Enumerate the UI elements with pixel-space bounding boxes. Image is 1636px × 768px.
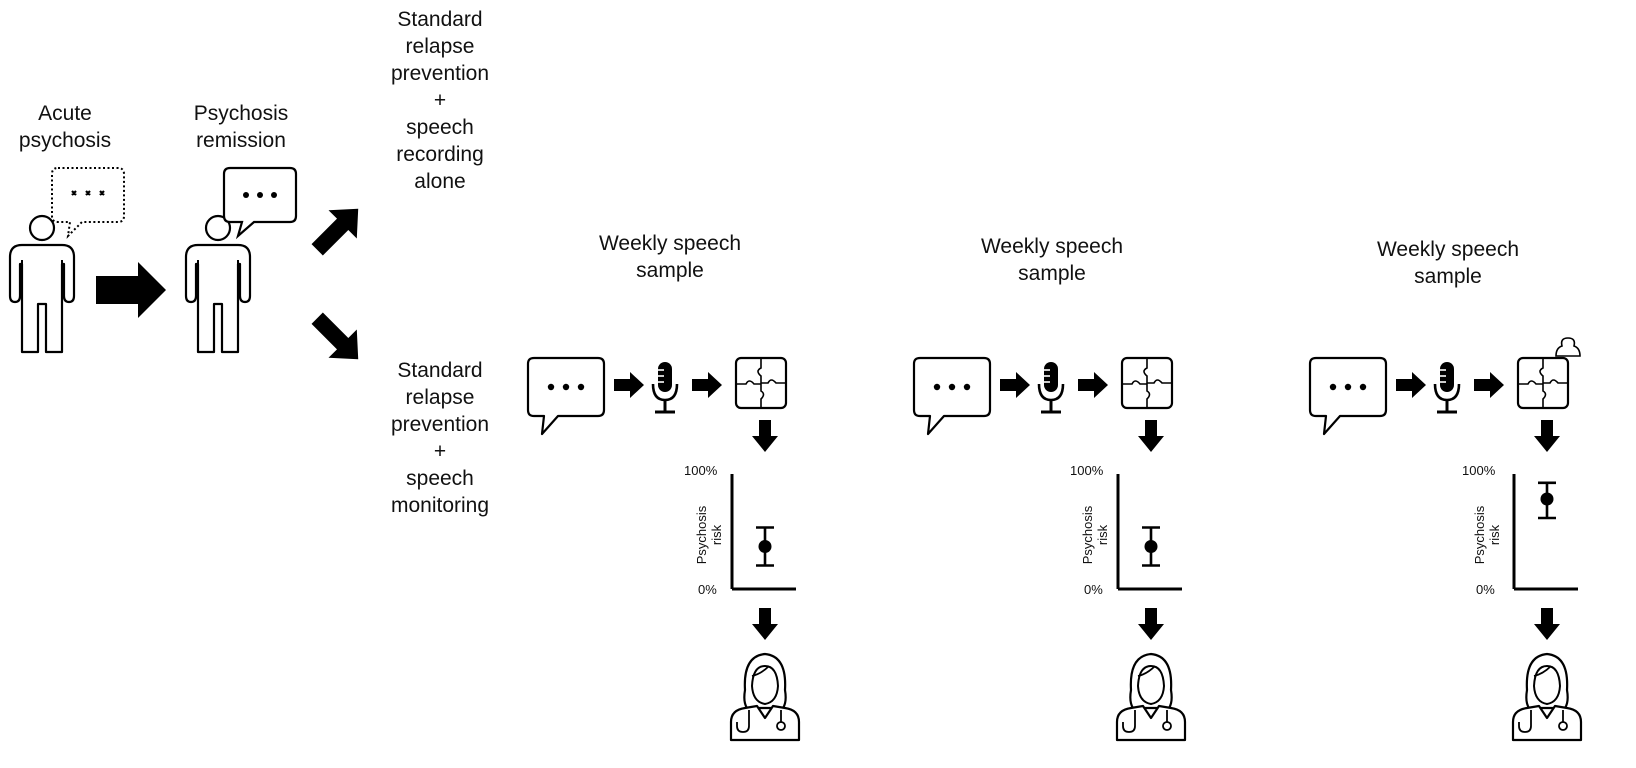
- speech-bubble-icon: [912, 356, 992, 436]
- control-arm-label: Standard relapse prevention + speech rec…: [370, 6, 510, 195]
- control-arm-line: alone: [414, 170, 466, 193]
- panel-title-line2: sample: [1018, 262, 1086, 285]
- acute-psychosis-label: Acute psychosis: [10, 100, 120, 154]
- monitoring-arm-label: Standard relapse prevention + speech mon…: [370, 357, 510, 519]
- control-arm-line: prevention: [390, 62, 490, 85]
- monitoring-arm-line: prevention: [390, 413, 490, 436]
- progression-arrow-icon: [96, 262, 166, 318]
- monitoring-arm-line: +: [433, 440, 447, 463]
- control-arm-line: speech: [406, 116, 474, 139]
- control-arm-line: relapse: [405, 35, 475, 58]
- down-arrow-icon: [1138, 608, 1164, 640]
- panel-title-line1: Weekly speech: [980, 235, 1124, 258]
- speech-monitoring-pipeline: [912, 356, 1187, 742]
- pipeline-arrow-icon: [1078, 372, 1108, 398]
- panel-1-axis-bottom: 0%: [698, 582, 717, 597]
- panel-1-axis-top: 100%: [684, 463, 718, 478]
- acute-label-line2: psychosis: [18, 129, 112, 152]
- speech-bubble-icon: [1308, 356, 1388, 436]
- risk-estimate-point: [758, 540, 772, 553]
- down-arrow-icon: [1534, 608, 1560, 640]
- microphone-icon: [1037, 360, 1065, 414]
- detached-puzzle-piece-icon: [1555, 337, 1581, 357]
- control-arm-line: recording: [396, 143, 484, 166]
- pipeline-arrow-icon: [1000, 372, 1030, 398]
- clinician-icon: [1511, 652, 1583, 742]
- remission-label-line2: remission: [196, 129, 286, 152]
- control-arm-line: +: [433, 89, 447, 112]
- down-arrow-icon: [1534, 420, 1560, 452]
- panel-3-axis-top: 100%: [1462, 463, 1496, 478]
- risk-estimate-point: [1540, 492, 1554, 506]
- panel-3-axis-bottom: 0%: [1476, 582, 1495, 597]
- panel-2-axis-top: 100%: [1070, 463, 1104, 478]
- puzzle-analysis-icon: [1120, 356, 1174, 410]
- acute-patient-person-icon: [8, 214, 76, 354]
- branch-up-arrow-icon: [311, 208, 359, 256]
- puzzle-analysis-icon: [734, 356, 788, 410]
- pipeline-arrow-icon: [1474, 372, 1504, 398]
- monitoring-arm-line: speech: [406, 467, 474, 490]
- panel-2-axis-bottom: 0%: [1084, 582, 1103, 597]
- monitoring-arm-line: relapse: [405, 386, 475, 409]
- down-arrow-icon: [1138, 420, 1164, 452]
- down-arrow-icon: [752, 608, 778, 640]
- monitoring-arm-line: Standard: [397, 359, 483, 382]
- pipeline-arrow-icon: [692, 372, 722, 398]
- panel-1-title: Weekly speech sample: [570, 230, 770, 284]
- risk-estimate-point: [1144, 540, 1158, 553]
- psychosis-remission-label: Psychosis remission: [176, 100, 306, 154]
- speech-monitoring-pipeline: [1308, 337, 1583, 742]
- panel-title-line2: sample: [1414, 265, 1482, 288]
- acute-label-line1: Acute: [38, 102, 92, 125]
- panel-title-line2: sample: [636, 259, 704, 282]
- coherent-speech-bubble-icon: [222, 166, 298, 240]
- microphone-icon: [651, 360, 679, 414]
- clinician-icon: [1115, 652, 1187, 742]
- puzzle-analysis-icon: [1516, 356, 1570, 410]
- speech-monitoring-pipeline: [526, 356, 801, 742]
- monitoring-arm-line: monitoring: [390, 494, 490, 517]
- remission-label-line1: Psychosis: [193, 102, 289, 125]
- panel-3-title: Weekly speech sample: [1348, 236, 1548, 290]
- down-arrow-icon: [752, 420, 778, 452]
- disorganized-speech-bubble-icon: [51, 167, 125, 239]
- pipeline-arrow-icon: [1396, 372, 1426, 398]
- panel-title-line1: Weekly speech: [1376, 238, 1520, 261]
- branch-down-arrow-icon: [311, 312, 359, 360]
- remission-patient-person-icon: [184, 214, 252, 354]
- speech-bubble-icon: [526, 356, 606, 436]
- panel-2-title: Weekly speech sample: [952, 233, 1152, 287]
- control-arm-line: Standard: [397, 8, 483, 31]
- microphone-icon: [1433, 360, 1461, 414]
- pipeline-arrow-icon: [614, 372, 644, 398]
- panel-title-line1: Weekly speech: [598, 232, 742, 255]
- clinician-icon: [729, 652, 801, 742]
